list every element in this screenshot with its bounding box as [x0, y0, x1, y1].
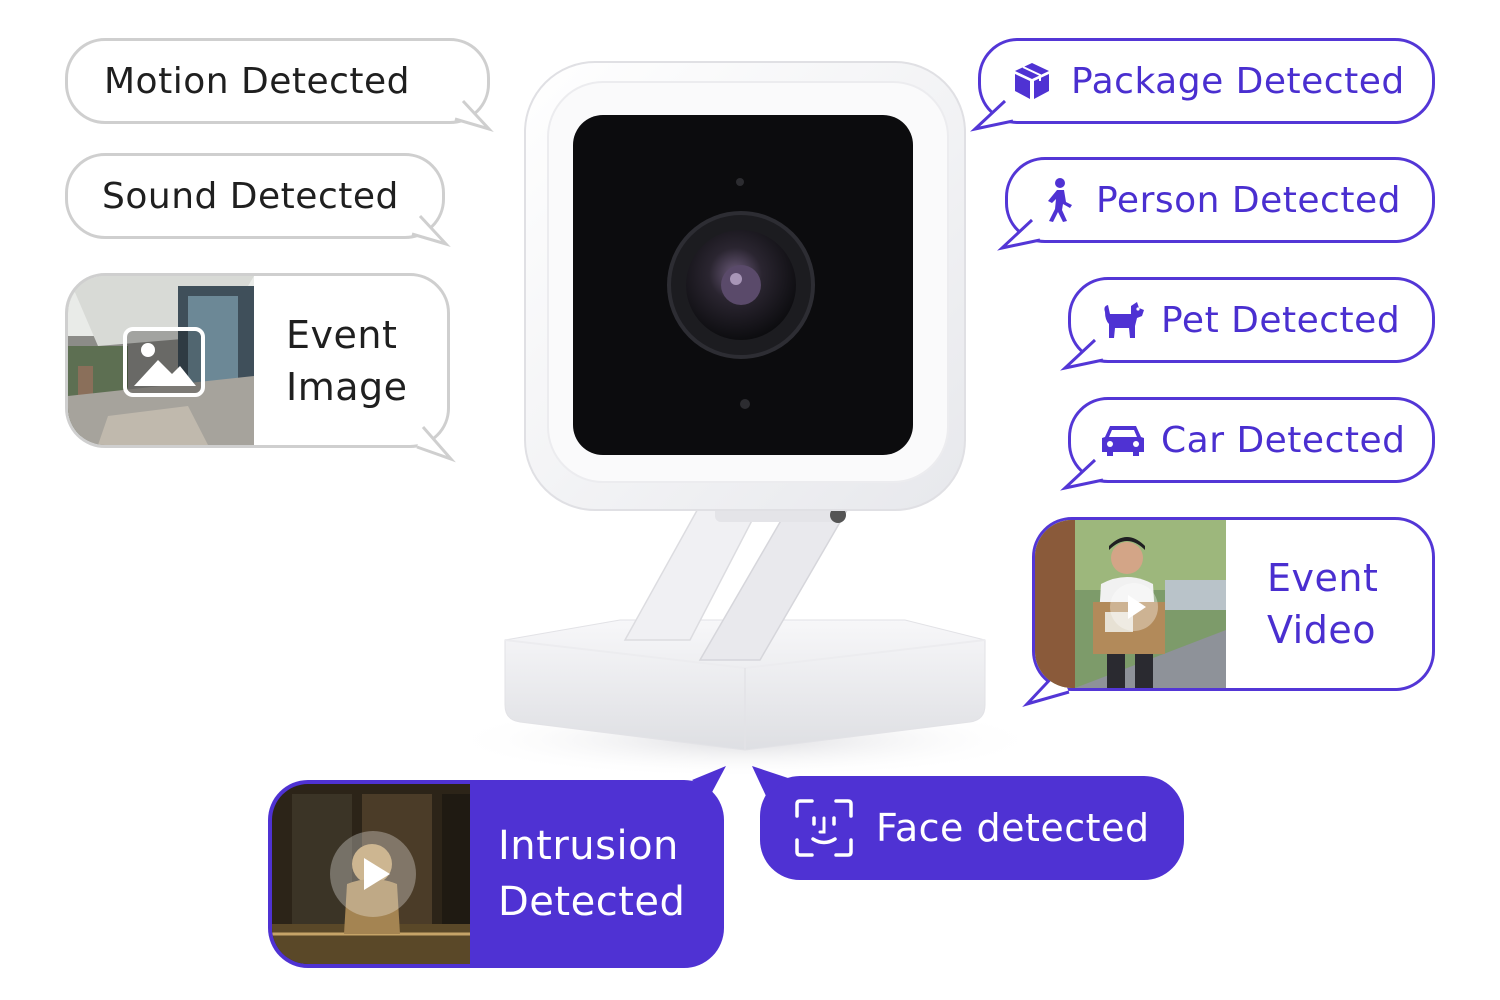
- pet-detected-bubble: Pet Detected: [1060, 277, 1435, 371]
- package-icon: [1015, 63, 1049, 99]
- motion-detected-label: Motion Detected: [104, 60, 411, 102]
- event-image-label-line2: Image: [286, 364, 408, 409]
- pet-detected-label: Pet Detected: [1161, 299, 1401, 341]
- image-icon: [123, 327, 205, 397]
- sound-detected-label: Sound Detected: [102, 175, 399, 217]
- person-detected-bubble: Person Detected: [997, 157, 1435, 251]
- intrusion-label-line1: Intrusion: [498, 823, 679, 869]
- event-video-bubble: Event Video: [1022, 517, 1435, 707]
- event-image-bubble: Event Image: [65, 273, 456, 463]
- car-icon: [1102, 426, 1144, 456]
- intrusion-label-line2: Detected: [498, 879, 686, 925]
- camera-mic: [740, 399, 750, 409]
- face-detected-bubble: Face detected: [752, 766, 1184, 880]
- face-scan-icon: [795, 799, 853, 857]
- package-detected-label: Package Detected: [1071, 60, 1405, 102]
- face-detected-label: Face detected: [876, 806, 1150, 850]
- package-detected-bubble: Package Detected: [970, 38, 1435, 132]
- event-video-label-line1: Event: [1267, 556, 1379, 600]
- sound-detected-bubble: Sound Detected: [65, 153, 451, 247]
- walking-person-icon: [1048, 178, 1072, 222]
- person-detected-label: Person Detected: [1096, 179, 1401, 221]
- event-image-label-line1: Event: [286, 312, 398, 357]
- intrusion-detected-bubble: Intrusion Detected: [268, 766, 726, 968]
- event-video-label-line2: Video: [1267, 608, 1376, 652]
- camera-sensor: [736, 178, 744, 186]
- play-icon: [1110, 583, 1158, 631]
- car-detected-label: Car Detected: [1161, 419, 1406, 461]
- play-icon: [330, 831, 416, 917]
- car-detected-bubble: Car Detected: [1060, 397, 1435, 491]
- event-image-thumbnail[interactable]: [68, 276, 254, 445]
- dog-icon: [1104, 302, 1144, 338]
- intrusion-thumbnail[interactable]: [272, 784, 470, 964]
- event-video-thumbnail[interactable]: [1035, 520, 1226, 688]
- motion-detected-bubble: Motion Detected: [65, 38, 494, 132]
